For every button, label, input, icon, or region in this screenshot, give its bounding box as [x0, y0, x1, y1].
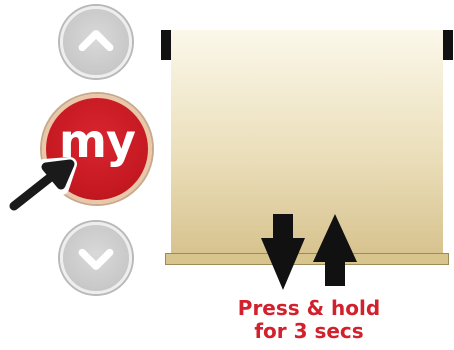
pointing-arrow-icon	[7, 157, 77, 213]
chevron-down-icon	[78, 248, 114, 270]
caption-line-1: Press & hold	[237, 296, 381, 320]
up-down-arrows-icon	[261, 214, 357, 290]
instruction-caption: Press & hold for 3 secs	[206, 297, 412, 343]
headrail-left-cap	[161, 30, 171, 60]
chevron-up-icon	[78, 30, 114, 52]
up-button[interactable]	[60, 6, 132, 78]
down-button[interactable]	[60, 222, 132, 294]
shade-bottom-bar	[165, 253, 449, 265]
caption-line-2: for 3 secs	[254, 319, 364, 343]
roller-shade	[171, 30, 443, 254]
headrail-right-cap	[443, 30, 453, 60]
